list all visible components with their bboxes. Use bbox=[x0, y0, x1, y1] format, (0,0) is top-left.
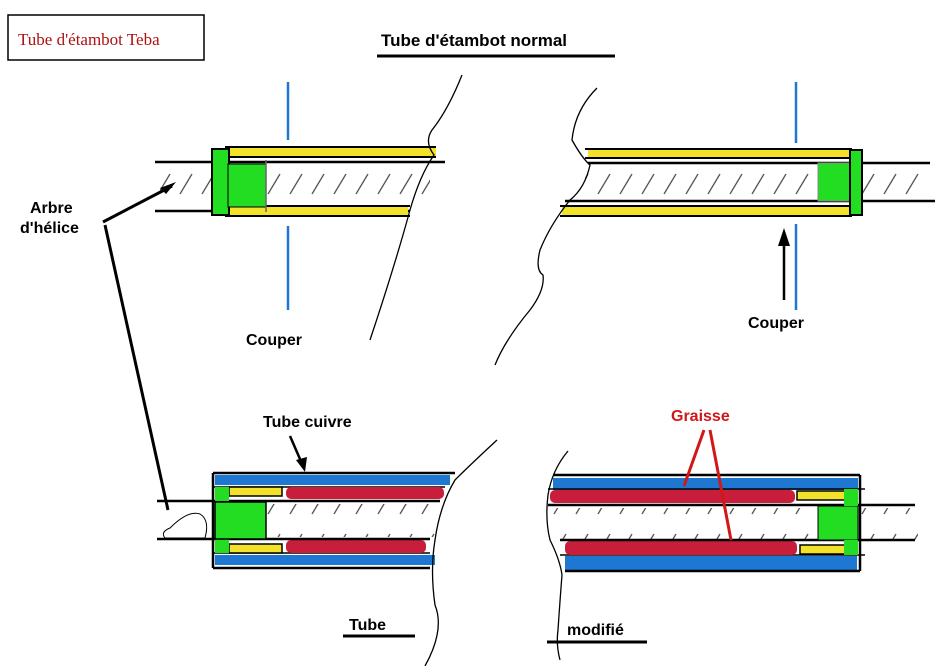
bearing-flange bbox=[849, 149, 863, 216]
bearing bbox=[817, 162, 853, 202]
bearing-flange bbox=[211, 148, 230, 216]
bearing-flange bbox=[844, 489, 858, 506]
grease-top bbox=[286, 487, 444, 499]
bearing bbox=[227, 163, 267, 208]
bearing-flange bbox=[215, 539, 229, 553]
title-box: Tube d'étambot Teba bbox=[7, 14, 205, 61]
cut-label-left: Couper bbox=[246, 332, 302, 349]
leader-line bbox=[103, 224, 170, 511]
shaft-hatch bbox=[585, 170, 925, 208]
bottom-right-tube: Graisse bbox=[546, 408, 918, 661]
caption-left: Tube bbox=[349, 617, 386, 634]
bushing-bottom bbox=[562, 207, 850, 215]
bearing bbox=[214, 501, 267, 540]
bushing-bottom bbox=[228, 207, 408, 215]
grease-bottom bbox=[565, 541, 797, 555]
grease-leader bbox=[708, 429, 733, 541]
bushing-top bbox=[228, 148, 436, 156]
shaft-hatch bbox=[160, 164, 430, 208]
break-line-right bbox=[546, 450, 569, 661]
title-text: Tube d'étambot Teba bbox=[18, 30, 160, 49]
grease-top bbox=[550, 490, 795, 503]
grease-leader bbox=[682, 429, 706, 487]
shaft-label-line2: d'hélice bbox=[20, 220, 79, 237]
leader-line bbox=[102, 184, 173, 224]
bushing-top bbox=[796, 490, 846, 501]
copper-tube-bottom bbox=[565, 556, 857, 570]
shaft-label-line1: Arbre bbox=[30, 200, 73, 217]
copper-tube-bottom bbox=[215, 555, 435, 565]
bearing-flange bbox=[215, 487, 229, 501]
shaft-callout: Arbre d'hélice bbox=[20, 182, 176, 511]
copper-tube-top bbox=[553, 478, 858, 490]
bushing-bottom bbox=[799, 544, 846, 555]
cut-label-right: Couper bbox=[748, 315, 804, 332]
bushing-top bbox=[588, 150, 850, 157]
arrow-head-icon bbox=[778, 228, 790, 246]
arrow-head-icon bbox=[296, 457, 307, 472]
top-left-tube: Couper bbox=[155, 74, 463, 349]
copper-tube-top bbox=[215, 475, 450, 485]
break-line-left bbox=[424, 439, 498, 666]
bottom-left-tube: Tube cuivre bbox=[157, 414, 498, 666]
header-title: Tube d'étambot normal bbox=[381, 31, 567, 50]
bearing-flange bbox=[844, 540, 858, 555]
caption-right: modifié bbox=[567, 622, 624, 639]
header: Tube d'étambot normal bbox=[377, 31, 615, 58]
bushing-bottom bbox=[228, 543, 283, 554]
break-line-left bbox=[369, 74, 463, 341]
bottom-captions: Tube modifié bbox=[343, 617, 647, 644]
grease-label: Graisse bbox=[671, 408, 730, 425]
break-line-right bbox=[494, 87, 598, 366]
bushing-top bbox=[228, 486, 283, 497]
arrow-head-icon bbox=[160, 182, 176, 194]
copper-tube-label: Tube cuivre bbox=[263, 414, 352, 431]
grease-bottom bbox=[286, 540, 426, 553]
propeller-sketch bbox=[162, 512, 208, 539]
top-right-tube: Couper bbox=[494, 82, 935, 366]
bearing bbox=[817, 505, 859, 541]
